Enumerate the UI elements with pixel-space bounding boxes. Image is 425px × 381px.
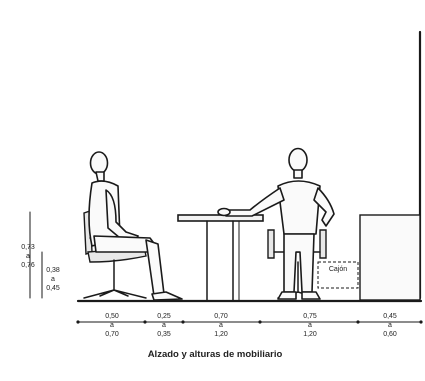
segment-1-top: 0,50 [105,313,119,320]
dimension-segment-3: 0,70 a 1,20 [214,313,228,338]
dimension-segment-1: 0,50 a 0,70 [105,313,119,338]
vertical-dim-left-mid: a [26,253,30,260]
segment-2-bottom: 0,35 [157,331,171,338]
worker-head [288,147,308,173]
segment-4-mid: a [308,322,312,329]
segment-1-bottom: 0,70 [105,331,119,338]
segment-4-bottom: 1,20 [303,331,317,338]
visitor-head [89,151,109,175]
segment-1-mid: a [110,322,114,329]
worker-hand [217,207,231,217]
cabinet-body [359,214,421,301]
drawer-unit: Cajón [317,261,359,289]
visitor-chair-base [83,289,147,299]
seated-worker-figure [217,147,335,300]
worker-arm-left [225,187,285,217]
vertical-dim-right-top: 0,38 [46,267,60,274]
segment-2-top: 0,25 [157,313,171,320]
worker-chair-back [267,229,275,259]
tick-4 [356,320,360,324]
vertical-dim-left-bottom: 0,76 [21,262,35,269]
dimension-segment-5: 0,45 a 0,60 [383,313,397,338]
tick-0 [76,320,80,324]
tick-3 [258,320,262,324]
tick-5 [419,320,423,324]
worker-legs [283,233,315,293]
segment-2-mid: a [162,322,166,329]
visitor-neck [95,171,105,182]
segment-5-bottom: 0,60 [383,331,397,338]
vertical-dimension: 0,73 a 0,76 0,38 a 0,45 [21,211,60,299]
diagram-caption: Alzado y alturas de mobiliario [148,349,283,360]
worker-chair-back-right [319,229,327,259]
segment-4-top: 0,75 [303,313,317,320]
segment-3-bottom: 1,20 [214,331,228,338]
segment-5-top: 0,45 [383,313,397,320]
worker-torso [277,180,321,235]
tick-1 [143,320,147,324]
seated-visitor-figure [83,151,183,301]
dimension-segment-4: 0,75 a 1,20 [303,313,317,338]
visitor-lower-leg [145,239,165,297]
vertical-dim-right-mid: a [51,276,55,283]
side-cabinet [359,214,421,301]
vertical-dim-left-top: 0,73 [21,244,35,251]
vertical-dim-right-bottom: 0,45 [46,285,60,292]
dimension-tick-marks [76,320,423,324]
worker-arm-right [313,187,335,227]
dimension-segment-2: 0,25 a 0,35 [157,313,171,338]
tick-2 [181,320,185,324]
worker-neck [293,169,303,179]
worker-feet [277,291,321,300]
desk [177,214,264,301]
visitor-foot [151,291,183,301]
segment-3-mid: a [219,322,223,329]
segment-3-top: 0,70 [214,313,228,320]
segment-5-mid: a [388,322,392,329]
drawer-box [317,261,359,289]
cajon-label: Cajón [329,266,347,273]
horizontal-dimension: 0,50 a 0,70 0,25 a 0,35 0,70 a 1,20 0,75… [76,313,423,338]
